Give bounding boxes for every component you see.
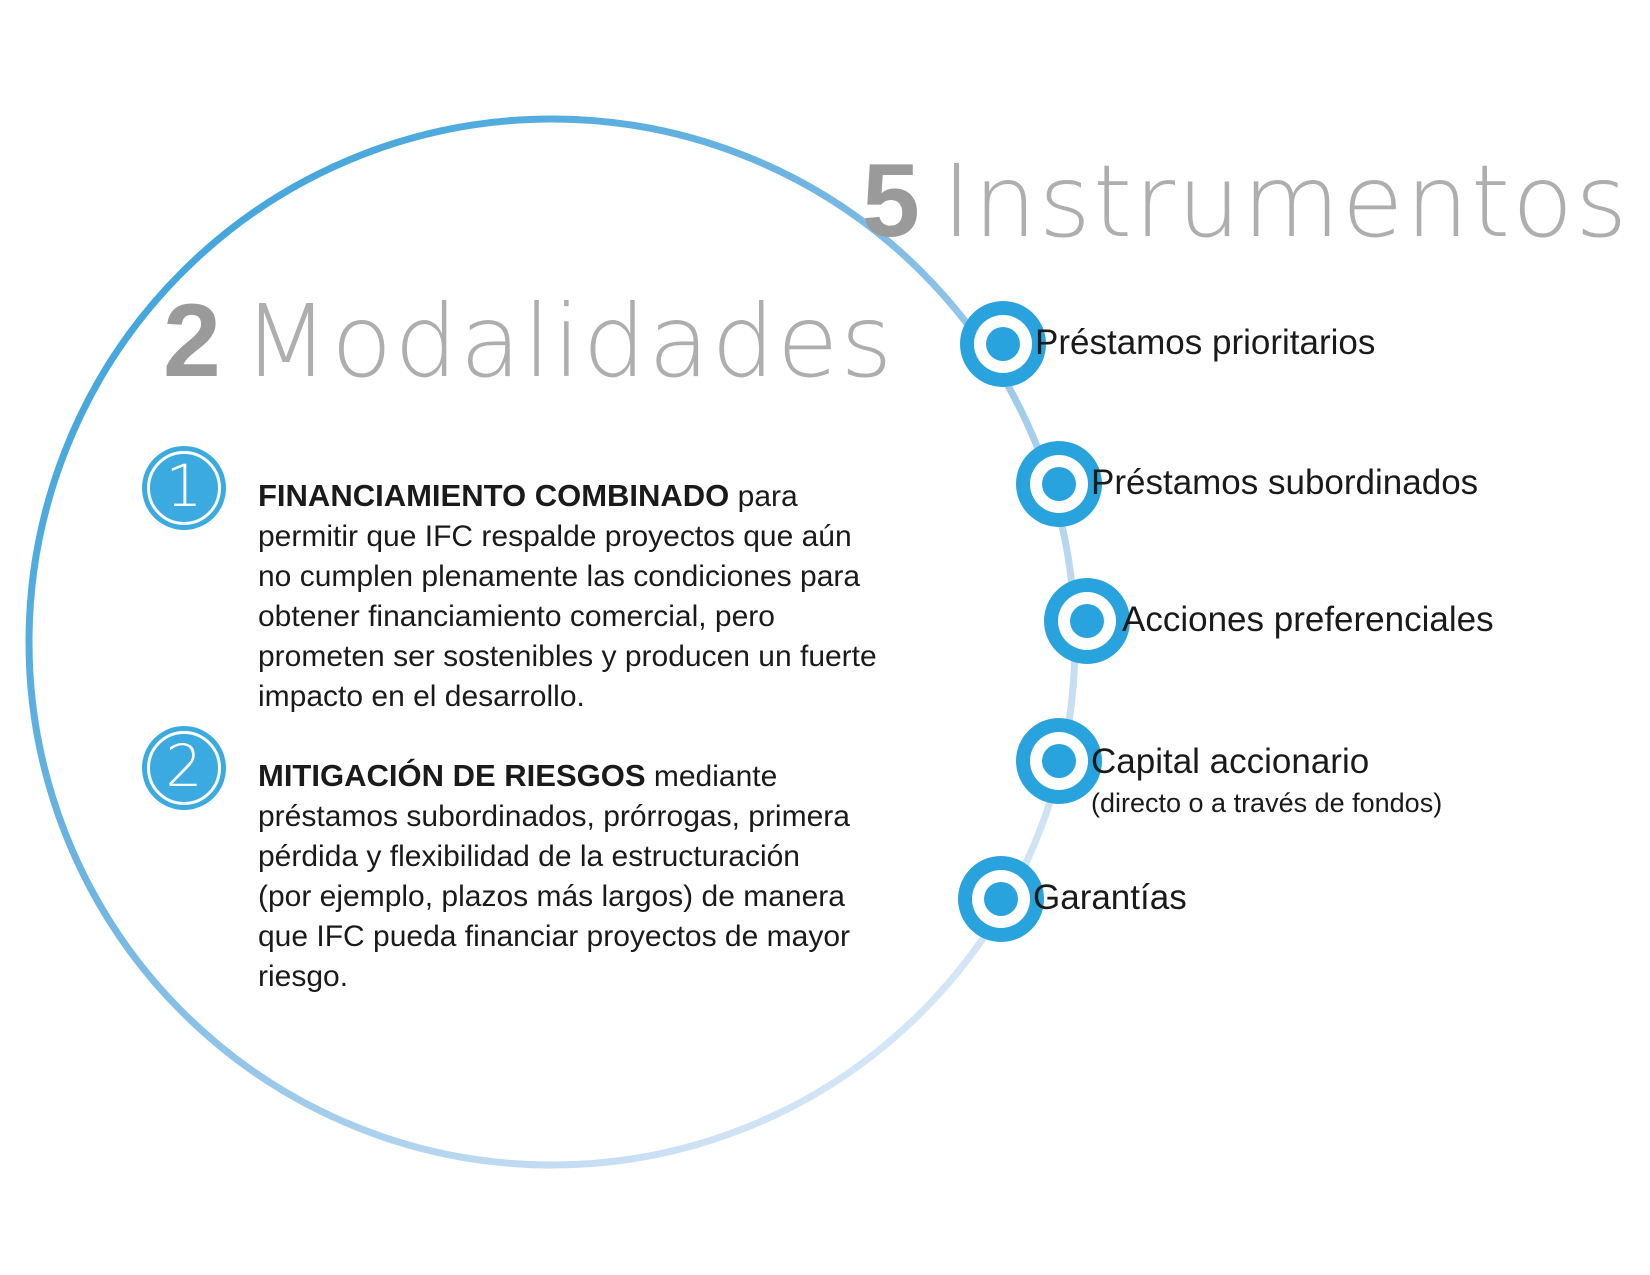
modality-2-number-badge: 2 <box>142 726 226 810</box>
bullet-ring <box>1030 732 1088 790</box>
instrument-2-label: Préstamos subordinados <box>1091 463 1479 502</box>
instrument-bullet-icon <box>1044 578 1130 664</box>
instrument-bullet-icon <box>1016 441 1102 527</box>
instrument-1-label: Préstamos prioritarios <box>1035 323 1376 362</box>
bullet-core <box>986 327 1020 361</box>
instrument-4-label: Capital accionario <box>1091 742 1370 781</box>
instrument-bullet-icon <box>958 856 1044 942</box>
instruments-count: 5 <box>862 143 920 259</box>
instrument-bullet-icon <box>960 301 1046 387</box>
bullet-ring <box>972 870 1030 928</box>
modality-2-number: 2 <box>165 732 203 800</box>
instruments-word: Instrumentos <box>941 143 1630 260</box>
modality-2-description: mediante préstamos subordinados, prórrog… <box>258 760 850 993</box>
bullet-core <box>1042 744 1076 778</box>
modality-1-number: 1 <box>165 452 203 520</box>
instrument-4-sublabel: (directo o a través de fondos) <box>1091 788 1443 818</box>
bullet-core <box>984 882 1018 916</box>
bullet-ring <box>1030 455 1088 513</box>
instruments-heading: 5 Instrumentos <box>862 149 1629 253</box>
bullet-ring <box>974 315 1032 373</box>
instrument-3-label: Acciones preferenciales <box>1122 600 1494 639</box>
modality-1-number-badge: 1 <box>142 446 226 530</box>
modality-2-title: MITIGACIÓN DE RIESGOS <box>258 758 646 793</box>
modality-2-paragraph: MITIGACIÓN DE RIESGOS mediante préstamos… <box>258 716 978 997</box>
instrument-5-label: Garantías <box>1033 878 1187 917</box>
modalities-heading: 2 Modalidades <box>163 289 894 393</box>
modality-1-title: FINANCIAMIENTO COMBINADO <box>258 478 730 513</box>
modalities-word: Modalidades <box>242 283 895 400</box>
modalities-count: 2 <box>163 283 221 399</box>
modality-1-description: para permitir que IFC respalde proyectos… <box>258 480 877 713</box>
instrument-bullet-icon <box>1016 718 1102 804</box>
bullet-ring <box>1058 592 1116 650</box>
bullet-core <box>1042 467 1076 501</box>
bullet-core <box>1070 604 1104 638</box>
modality-1-paragraph: FINANCIAMIENTO COMBINADO para permitir q… <box>258 436 978 717</box>
